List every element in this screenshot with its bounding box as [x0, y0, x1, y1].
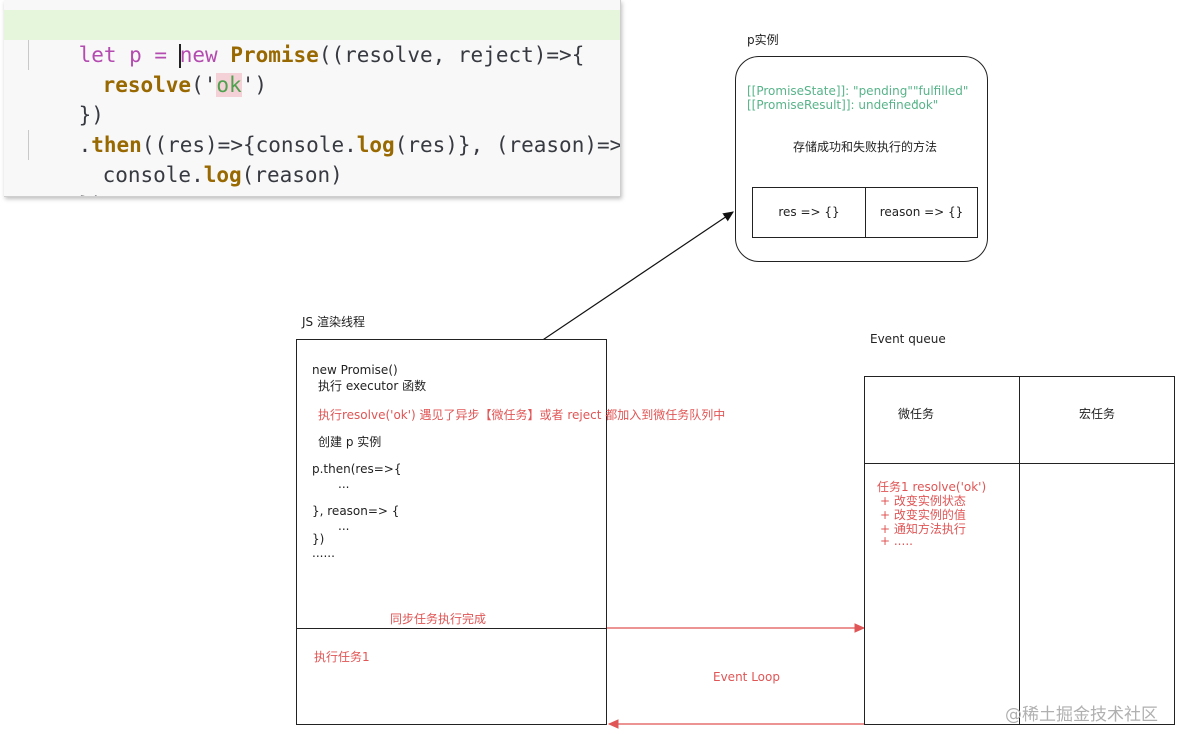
- store-methods-note: 存储成功和失败执行的方法: [793, 140, 938, 154]
- task1-title: 任务1 resolve('ok'): [877, 480, 987, 494]
- indent-guide: [28, 40, 29, 70]
- queue-title: Event queue: [870, 332, 946, 346]
- code-line-5: console.log(reason): [102, 163, 343, 187]
- code-line-2: resolve('ok'): [102, 73, 267, 97]
- queue-column-divider: [1019, 377, 1020, 724]
- callbacks-divider: [865, 188, 866, 237]
- task1-item: + 通知方法执行: [880, 522, 966, 536]
- task1-item: + .....: [880, 534, 913, 548]
- thread-line-executor: 执行 executor 函数: [318, 379, 427, 393]
- res-callback-cell: res => {}: [778, 205, 840, 219]
- exec-task-label: 执行任务1: [314, 650, 370, 664]
- then-dots-3: ......: [312, 546, 335, 560]
- queue-header-divider: [865, 463, 1174, 464]
- sync-done-label: 同步任务执行完成: [390, 612, 487, 626]
- reason-callback-cell: reason => {}: [879, 205, 964, 219]
- then-line-2: }, reason=> {: [312, 504, 400, 518]
- promise-state-label: [[PromiseState]]: "pending": [747, 84, 913, 98]
- then-dots-1: ...: [338, 477, 350, 491]
- code-line-6: }): [4, 160, 620, 196]
- task1-item: + 改变实例状态: [880, 494, 966, 508]
- watermark: @稀土掘金技术社区: [1005, 705, 1158, 725]
- create-instance-note: 创建 p 实例: [318, 435, 382, 449]
- code-line-3: }): [78, 103, 104, 127]
- task1-item: + 改变实例的值: [880, 508, 966, 522]
- promise-result-value: "ok": [913, 98, 939, 112]
- thread-line-new-promise: new Promise(): [312, 363, 398, 377]
- callbacks-table: res => {} reason => {}: [752, 187, 978, 238]
- resolve-note: 执行resolve('ok') 遇见了异步【微任务】或者 reject 都加入到…: [318, 408, 726, 422]
- event-queue-box: 微任务 宏任务 任务1 resolve('ok') + 改变实例状态 + 改变实…: [864, 376, 1175, 725]
- thread-divider: [297, 628, 606, 629]
- then-line-3: }): [312, 532, 325, 546]
- microtask-header: 微任务: [897, 407, 934, 421]
- code-editor-panel: let p = new Promise((resolve, reject)=>{…: [4, 0, 621, 197]
- js-thread-box: new Promise() 执行 executor 函数 执行resolve('…: [296, 339, 725, 725]
- event-loop-label: Event Loop: [713, 670, 780, 684]
- code-line-4: .then((res)=>{console.log(res)}, (reason…: [78, 133, 621, 157]
- promise-result-label: [[PromiseResult]]: undefined: [747, 98, 919, 112]
- then-line-1: p.then(res=>{: [312, 462, 402, 476]
- then-dots-2: ...: [338, 519, 350, 533]
- thread-title: JS 渲染线程: [302, 315, 365, 329]
- instance-title: p实例: [747, 33, 779, 47]
- macrotask-header: 宏任务: [1078, 407, 1115, 421]
- indent-guide: [28, 130, 29, 160]
- promise-state-value: "fulfilled": [913, 84, 969, 98]
- code-line-1: let p = new Promise((resolve, reject)=>{: [4, 10, 620, 68]
- text-cursor: [178, 44, 181, 68]
